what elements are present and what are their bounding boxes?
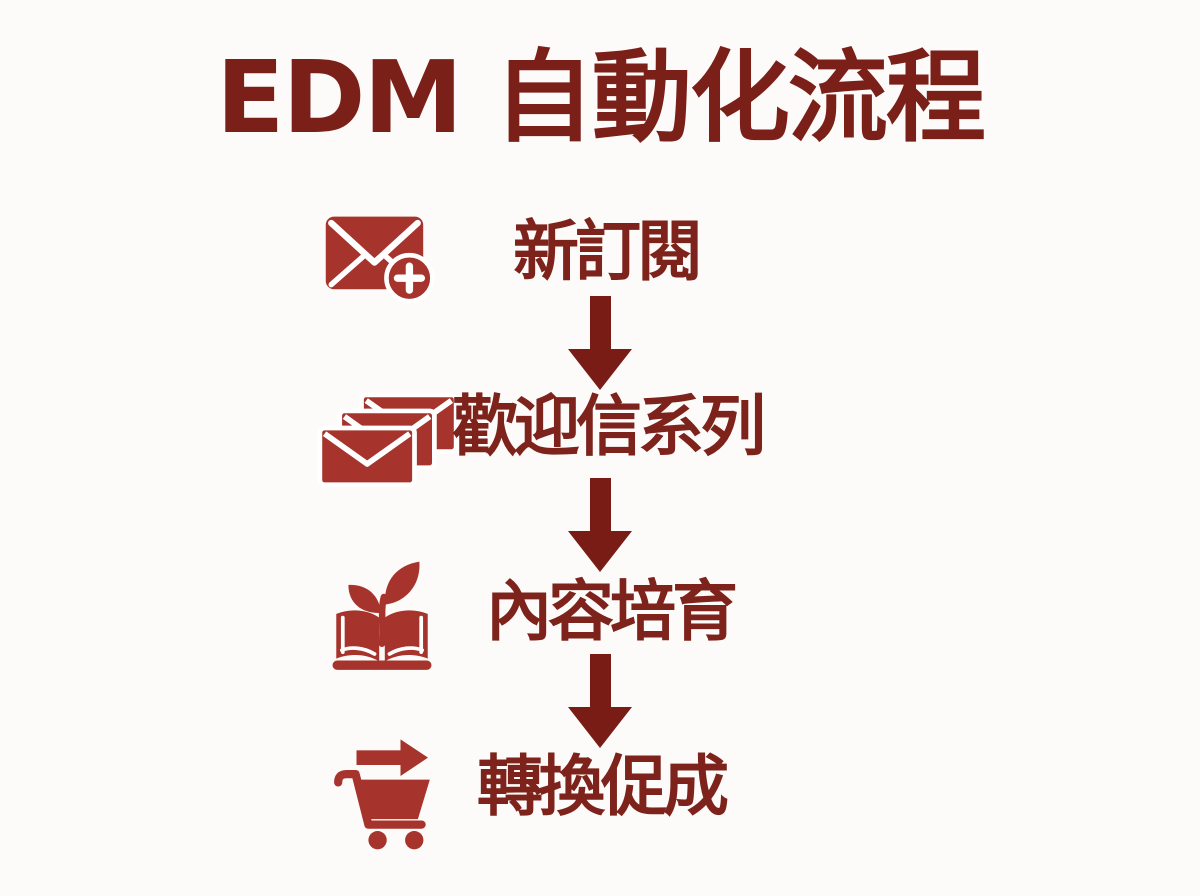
down-arrow-icon bbox=[568, 654, 632, 748]
arrow-head bbox=[568, 349, 632, 390]
arrow-head bbox=[568, 531, 632, 572]
arrow-shaft bbox=[589, 478, 611, 531]
arrow-head bbox=[568, 707, 632, 748]
step-label-content-nurture: 內容培育 bbox=[486, 573, 738, 650]
down-arrow-icon bbox=[568, 296, 632, 390]
cart-arrow-icon bbox=[329, 732, 439, 853]
arrow-shaft bbox=[589, 654, 611, 707]
arrow-shaft bbox=[589, 296, 611, 349]
stacked-envelopes-icon bbox=[317, 392, 459, 489]
down-arrow-icon bbox=[568, 478, 632, 572]
envelope-plus-icon bbox=[323, 212, 437, 304]
step-label-welcome-series: 歡迎信系列 bbox=[452, 388, 766, 465]
step-label-new-subscription: 新訂閱 bbox=[513, 213, 703, 290]
step-label-conversion: 轉換促成 bbox=[477, 748, 729, 825]
book-sprout-icon bbox=[326, 556, 438, 670]
page-title: EDM 自動化流程 bbox=[216, 39, 986, 156]
